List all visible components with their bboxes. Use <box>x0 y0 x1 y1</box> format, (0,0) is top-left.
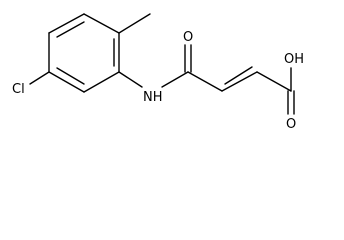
acid-oxygen-label: O <box>286 117 296 132</box>
ring-bond <box>48 13 85 34</box>
amide-oxygen-label: O <box>183 30 193 45</box>
ring-to-nitrogen-bond <box>118 71 143 88</box>
ring-double-bond <box>56 67 85 85</box>
nitrogen-to-carbonyl-bond <box>161 71 189 88</box>
ring-bond <box>48 71 85 93</box>
amide-nitrogen-label: NH <box>143 90 163 105</box>
carbonyl-to-alkene-bond <box>187 71 223 92</box>
alkene-to-acid-bond <box>256 71 292 92</box>
ring-bond <box>83 13 120 34</box>
methyl-bond <box>118 13 151 34</box>
ring-double-bond <box>56 21 85 38</box>
alkene-double-bond <box>224 66 253 85</box>
alkene-bond <box>221 71 258 92</box>
hydroxyl-label: OH <box>284 52 304 67</box>
chlorine-label: Cl <box>12 82 25 97</box>
ring-bond <box>83 71 120 93</box>
benzene-ring <box>48 13 120 93</box>
chemical-structure-diagram: Cl NH O OH O <box>12 13 304 132</box>
chloro-bond <box>29 71 50 85</box>
